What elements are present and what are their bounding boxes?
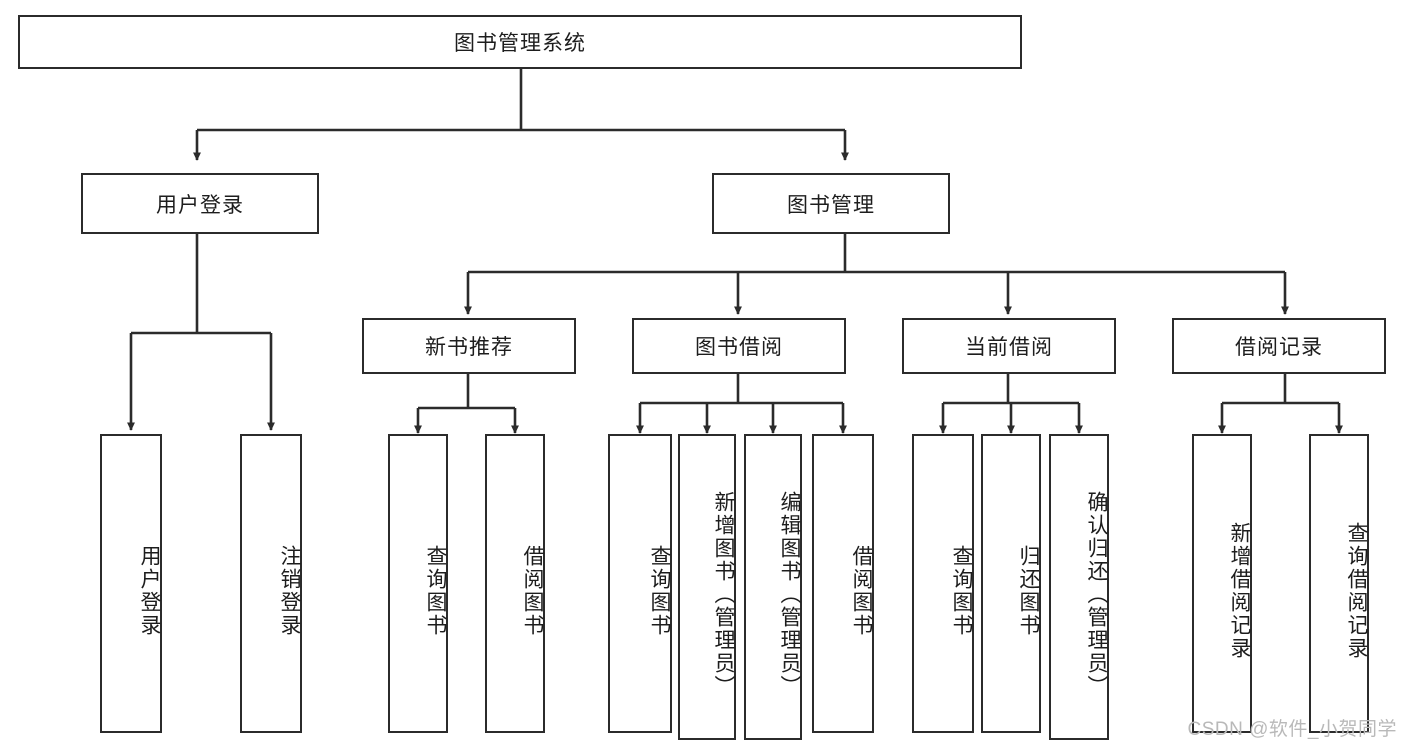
node-label: 编辑图书（管理员） <box>778 490 801 698</box>
node-label: 用户登录 <box>156 193 244 217</box>
node-label: 查询借阅记录 <box>1345 521 1368 660</box>
node-borrow-record[interactable]: 借阅记录 <box>1172 318 1386 374</box>
node-book-management[interactable]: 图书管理 <box>712 173 950 234</box>
node-label: 归还图书 <box>1017 544 1040 637</box>
node-label: 查询图书 <box>424 544 447 637</box>
leaf-new-book-query[interactable]: 查询图书 <box>388 434 448 733</box>
node-label: 当前借阅 <box>965 336 1053 359</box>
leaf-current-borrow-query[interactable]: 查询图书 <box>912 434 974 733</box>
leaf-book-borrow-query[interactable]: 查询图书 <box>608 434 672 733</box>
node-label: 图书管理 <box>787 193 875 217</box>
node-new-book-recommend[interactable]: 新书推荐 <box>362 318 576 374</box>
node-label: 注销登录 <box>278 544 301 637</box>
node-label: 查询图书 <box>950 544 973 637</box>
leaf-book-borrow-borrow[interactable]: 借阅图书 <box>812 434 874 733</box>
node-label: 用户登录 <box>138 544 161 637</box>
leaf-user-login-login[interactable]: 用户登录 <box>100 434 162 733</box>
node-label: 图书借阅 <box>695 336 783 359</box>
node-label: 查询图书 <box>648 544 671 637</box>
node-label: 新书推荐 <box>425 336 513 359</box>
leaf-borrow-record-query[interactable]: 查询借阅记录 <box>1309 434 1369 733</box>
node-label: 借阅图书 <box>850 544 873 637</box>
node-label: 借阅记录 <box>1235 336 1323 359</box>
leaf-borrow-record-add[interactable]: 新增借阅记录 <box>1192 434 1252 733</box>
node-label: 新增借阅记录 <box>1228 521 1251 660</box>
leaf-book-borrow-add[interactable]: 新增图书（管理员） <box>678 434 736 740</box>
leaf-user-login-logout[interactable]: 注销登录 <box>240 434 302 733</box>
node-book-borrow[interactable]: 图书借阅 <box>632 318 846 374</box>
node-label: 图书管理系统 <box>454 32 586 55</box>
leaf-new-book-borrow[interactable]: 借阅图书 <box>485 434 545 733</box>
node-root-book-management-system[interactable]: 图书管理系统 <box>18 15 1022 69</box>
watermark: CSDN @软件_小贺同学 <box>1187 719 1397 740</box>
leaf-current-borrow-confirm-return[interactable]: 确认归还（管理员） <box>1049 434 1109 740</box>
node-current-borrow[interactable]: 当前借阅 <box>902 318 1116 374</box>
leaf-current-borrow-return[interactable]: 归还图书 <box>981 434 1041 733</box>
node-user-login[interactable]: 用户登录 <box>81 173 319 234</box>
node-label: 新增图书（管理员） <box>712 490 735 698</box>
leaf-book-borrow-edit[interactable]: 编辑图书（管理员） <box>744 434 802 740</box>
node-label: 借阅图书 <box>521 544 544 637</box>
node-label: 确认归还（管理员） <box>1085 490 1108 698</box>
